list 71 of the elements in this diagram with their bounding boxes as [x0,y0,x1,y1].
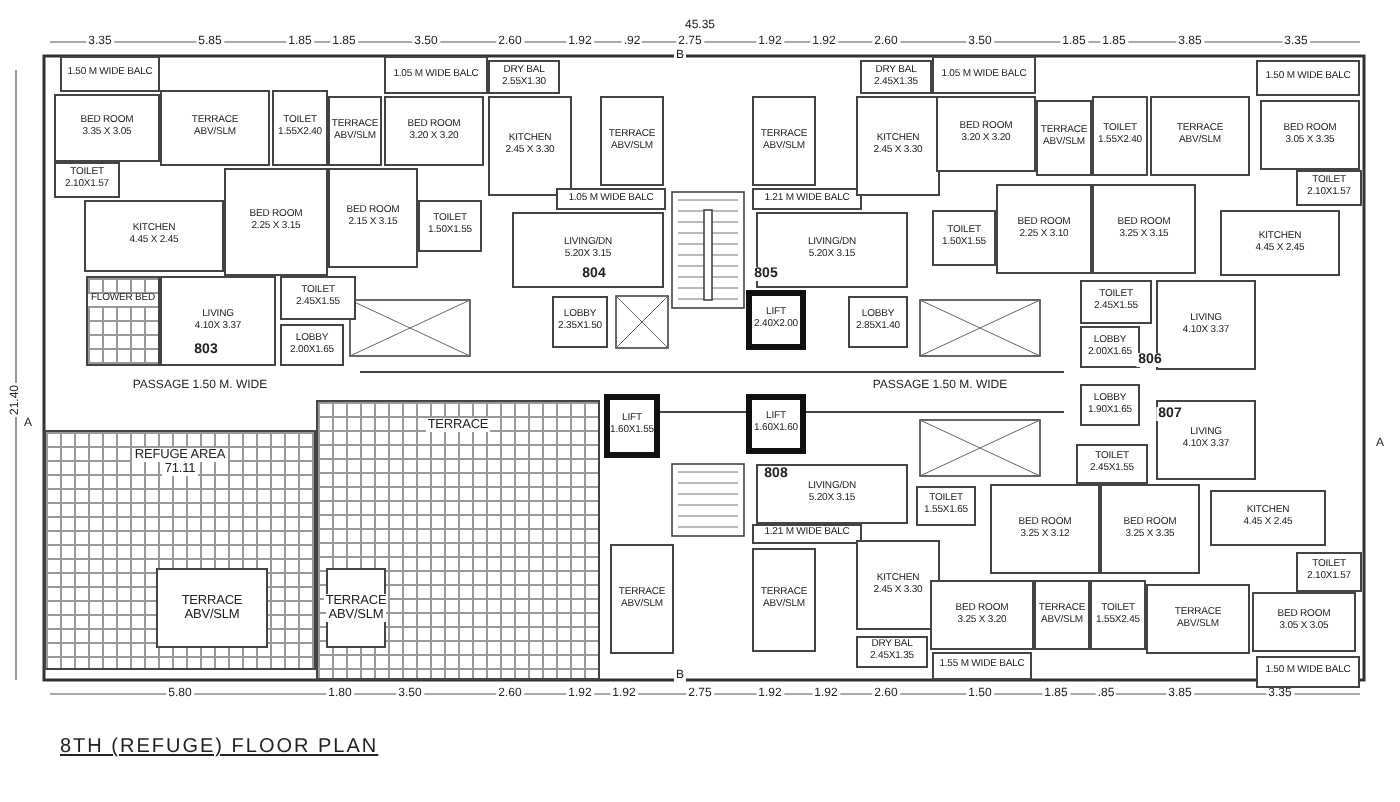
room-outline [60,56,160,92]
room-outline [1036,100,1092,176]
room-outline [1296,170,1362,206]
room-outline [996,184,1092,274]
room-outline [1080,384,1140,426]
room-outline [512,212,664,288]
room-outline [848,296,908,348]
room-outline [280,276,356,320]
room-outline [756,464,908,524]
room-outline [1092,96,1148,176]
room-outline [860,60,932,94]
room-outline [272,90,328,166]
room-outline [752,188,862,210]
room-outline [488,96,572,196]
room-outline [610,544,674,654]
room-outline [556,188,666,210]
room-outline [54,94,160,162]
room-outline [856,636,928,668]
room-outline [856,96,940,196]
lift-box [746,290,806,350]
room-outline [160,276,276,366]
room-outline [384,96,484,166]
room-outline [1220,210,1340,276]
room-outline [916,486,976,526]
room-outline [1100,484,1200,574]
room-outline [328,168,418,268]
room-outline [384,56,488,94]
room-outline [1034,580,1090,650]
room-outline [280,324,344,366]
room-outline [328,96,382,166]
room-outline [752,524,862,544]
lift-box [746,394,806,454]
room-outline [1252,592,1356,652]
room-outline [756,212,908,288]
room-outline [1080,280,1152,324]
room-outline [1090,580,1146,650]
room-outline [1080,326,1140,368]
room-outline [1092,184,1196,274]
room-outline [1256,60,1360,96]
room-outline [1256,656,1360,688]
room-outline [160,90,270,166]
room-outline [156,568,268,648]
room-outline [54,162,120,198]
room-outline [488,60,560,94]
room-outline [932,56,1036,94]
room-outline [1076,444,1148,484]
room-outline [936,96,1036,172]
room-outline [552,296,608,348]
room-outline [932,652,1032,680]
room-outline [418,200,482,252]
plan-title: 8TH (REFUGE) FLOOR PLAN [60,736,379,758]
room-outline [930,580,1034,650]
room-outline [752,96,816,186]
room-outline [856,540,940,630]
room-outline [1260,100,1360,170]
room-outline [1296,552,1362,592]
room-outline [224,168,328,276]
hatched-area [316,400,600,680]
hatched-area [44,430,316,670]
room-outline [326,568,386,648]
room-outline [84,200,224,272]
lift-box [604,394,660,458]
room-outline [1156,400,1256,480]
room-outline [990,484,1100,574]
hatched-area [86,276,160,366]
room-outline [752,548,816,652]
room-outline [1150,96,1250,176]
room-outline [1146,584,1250,654]
room-outline [932,210,996,266]
room-outline [1210,490,1326,546]
room-outline [600,96,664,186]
